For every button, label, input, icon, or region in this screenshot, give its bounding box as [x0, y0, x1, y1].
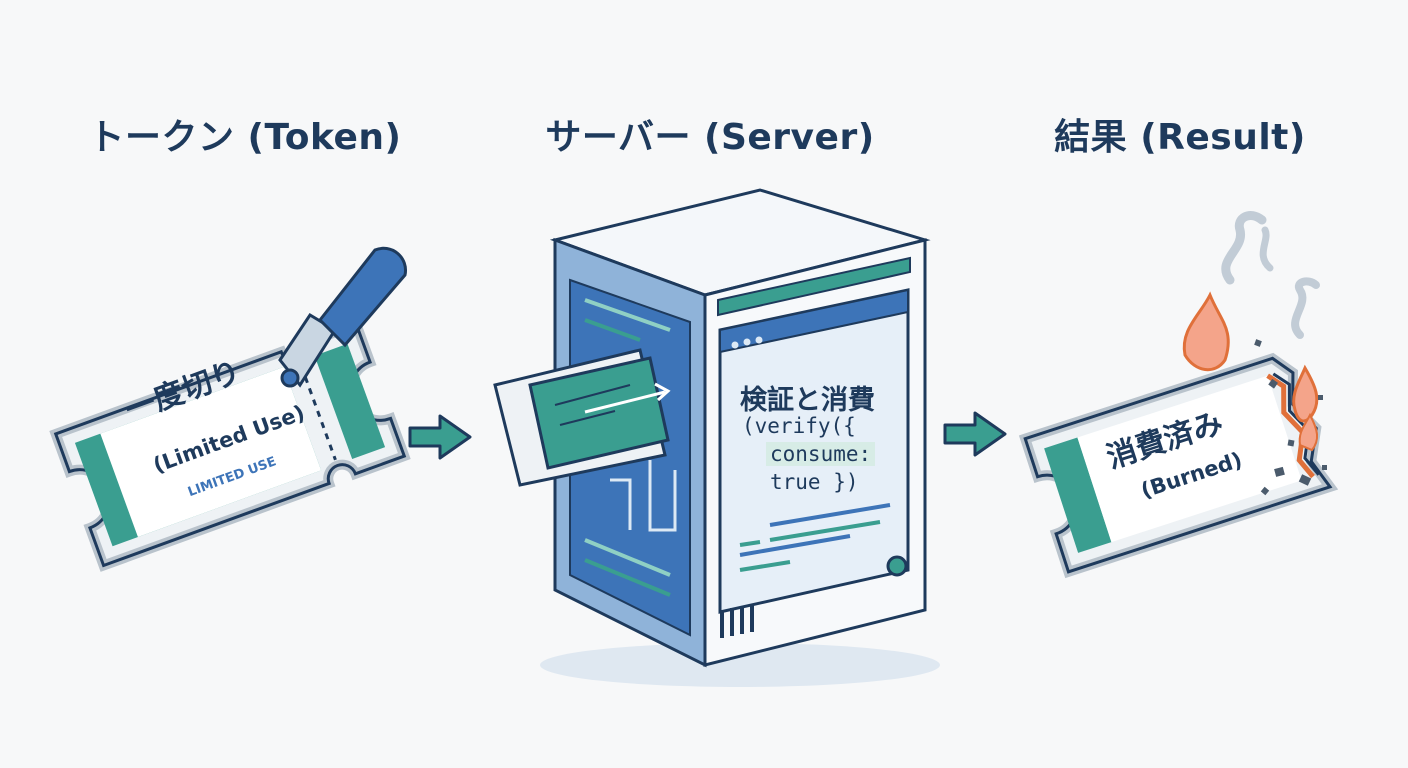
flame-icon: [1182, 291, 1319, 452]
server-screen-title: 検証と消費: [740, 385, 875, 416]
arrow-right-icon-2: [943, 411, 1007, 457]
server-code-line-1: (verify({: [742, 414, 856, 438]
server-icon: [493, 188, 940, 687]
result-heading: 結果 (Result): [1054, 117, 1306, 158]
arrow-right-icon: [408, 414, 472, 460]
smoke-icon: [1221, 211, 1320, 339]
burned-ticket-icon: [1018, 352, 1339, 579]
server-heading: サーバー (Server): [545, 117, 875, 158]
server-code-line-3: true }): [770, 470, 859, 494]
debris-icon: [1254, 339, 1327, 496]
token-heading: トークン (Token): [88, 117, 402, 158]
server-code-line-2: consume:: [766, 442, 876, 466]
hole-punch-icon: [278, 246, 407, 388]
